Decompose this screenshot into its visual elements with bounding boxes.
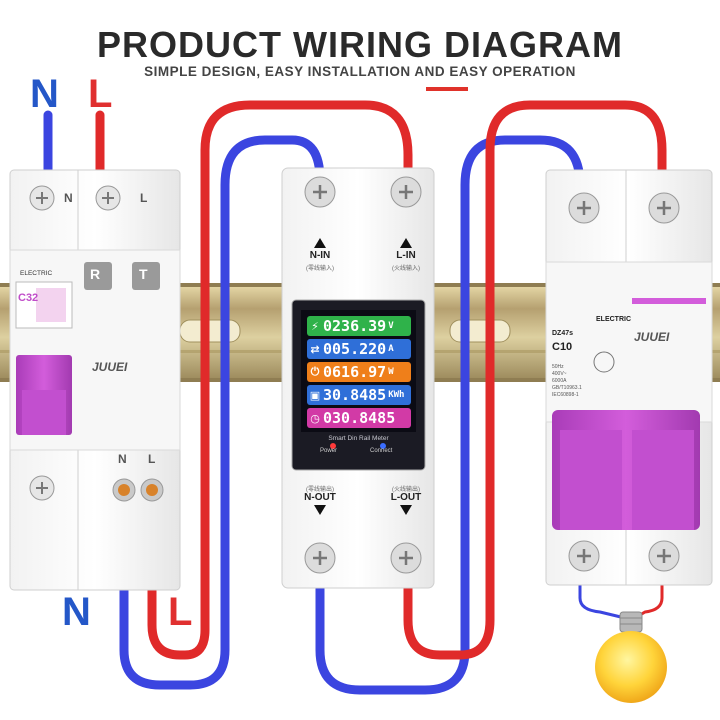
reading-voltage: ⚡ 0236.39 V xyxy=(307,316,411,336)
meter-l-out-label: L-OUT xyxy=(390,492,422,503)
reading-power-unit: W xyxy=(388,367,394,377)
neutral-out-wire xyxy=(315,135,585,695)
alarm-icon: ◷ xyxy=(310,411,320,425)
rcbo-terminal-l-bottom: L xyxy=(148,452,156,466)
live-to-meter-wire xyxy=(147,100,413,660)
reading-energy-value: 30.8485 xyxy=(323,386,387,404)
supply-live-label: L xyxy=(88,72,113,116)
title-accent-bar xyxy=(426,87,468,91)
rcbo-terminal-n: N xyxy=(64,191,73,205)
supply-neutral-label: N xyxy=(30,72,59,116)
meter-n-out-sub: (零线输出) xyxy=(306,487,334,493)
reading-alarm-value: 030.8485 xyxy=(323,409,396,427)
reading-current-value: 005.220 xyxy=(323,340,387,358)
shuffle-icon: ⇄ xyxy=(310,342,320,356)
reading-power: ⏻ 0616.97 W xyxy=(307,362,411,382)
rcbo-reset-button[interactable]: R xyxy=(90,266,101,282)
reading-power-value: 0616.97 xyxy=(323,363,387,381)
reading-current-unit: A xyxy=(388,344,394,354)
reading-voltage-value: 0236.39 xyxy=(323,317,387,335)
meter-power-indicator: Power xyxy=(320,448,338,454)
rcbo-brand: JUUEI xyxy=(92,360,128,374)
reading-alarm: ◷ 030.8485 xyxy=(307,408,411,428)
mcb-brand: JUUEI xyxy=(634,330,670,344)
output-neutral-label: N xyxy=(62,590,91,634)
page-title: PRODUCT WIRING DIAGRAM xyxy=(97,24,623,65)
mcb-spec-gb: GB/T10963.1 xyxy=(552,385,582,391)
bulb-live-wire xyxy=(633,583,664,620)
meter-caption: Smart Din Rail Meter xyxy=(328,435,389,442)
mcb-spec-voltage: 400V~ xyxy=(552,371,567,377)
output-live-label: L xyxy=(168,590,193,634)
meter-l-in-sub: (火线输入) xyxy=(392,266,420,272)
bulb-neutral-wire xyxy=(578,583,627,620)
mcb-spec-iec: IEC60898-1 xyxy=(552,392,579,398)
mcb-model: DZ47s xyxy=(552,330,574,337)
rcbo-test-button[interactable]: T xyxy=(139,266,148,282)
meter-n-out-label: N-OUT xyxy=(304,492,336,503)
live-out-wire xyxy=(403,100,667,660)
rcbo-breaker xyxy=(9,169,181,591)
meter-connect-indicator: Connect xyxy=(370,448,393,454)
meter-n-in-label: N-IN xyxy=(309,250,331,261)
power-icon: ⏻ xyxy=(310,365,320,378)
meter-l-out-sub: (火线输出) xyxy=(392,487,420,493)
rcbo-maker: ELECTRIC xyxy=(20,270,53,277)
mcb-spec-frequency: 50Hz xyxy=(552,364,564,370)
reading-voltage-unit: V xyxy=(388,321,394,331)
neutral-to-meter-wire xyxy=(119,135,325,690)
reading-energy: ▣ 30.8485 KWh xyxy=(307,385,411,405)
rcbo-terminal-l: L xyxy=(140,191,148,205)
reading-current: ⇄ 005.220 A xyxy=(307,339,411,359)
lightning-icon: ⚡ xyxy=(311,319,319,333)
reading-energy-unit: KWh xyxy=(388,390,405,400)
mcb-spec-breaking: 6000A xyxy=(552,378,567,384)
mcb-breaker xyxy=(545,169,713,586)
meter-display: ⚡ 0236.39 V ⇄ 005.220 A ⏻ 0616.97 W ▣ 30… xyxy=(301,310,416,432)
rcbo-terminal-n-bottom: N xyxy=(118,452,127,466)
page-subtitle: SIMPLE DESIGN, EASY INSTALLATION AND EAS… xyxy=(144,64,576,79)
rcbo-rating: C32 xyxy=(18,292,39,304)
wires xyxy=(43,100,667,695)
meter-n-in-sub: (零线输入) xyxy=(306,266,334,272)
calendar-icon: ▣ xyxy=(309,388,321,402)
light-bulb-icon xyxy=(595,611,667,703)
mcb-maker: ELECTRIC xyxy=(596,316,631,323)
mcb-rating: C10 xyxy=(552,341,573,353)
meter-l-in-label: L-IN xyxy=(396,250,416,261)
